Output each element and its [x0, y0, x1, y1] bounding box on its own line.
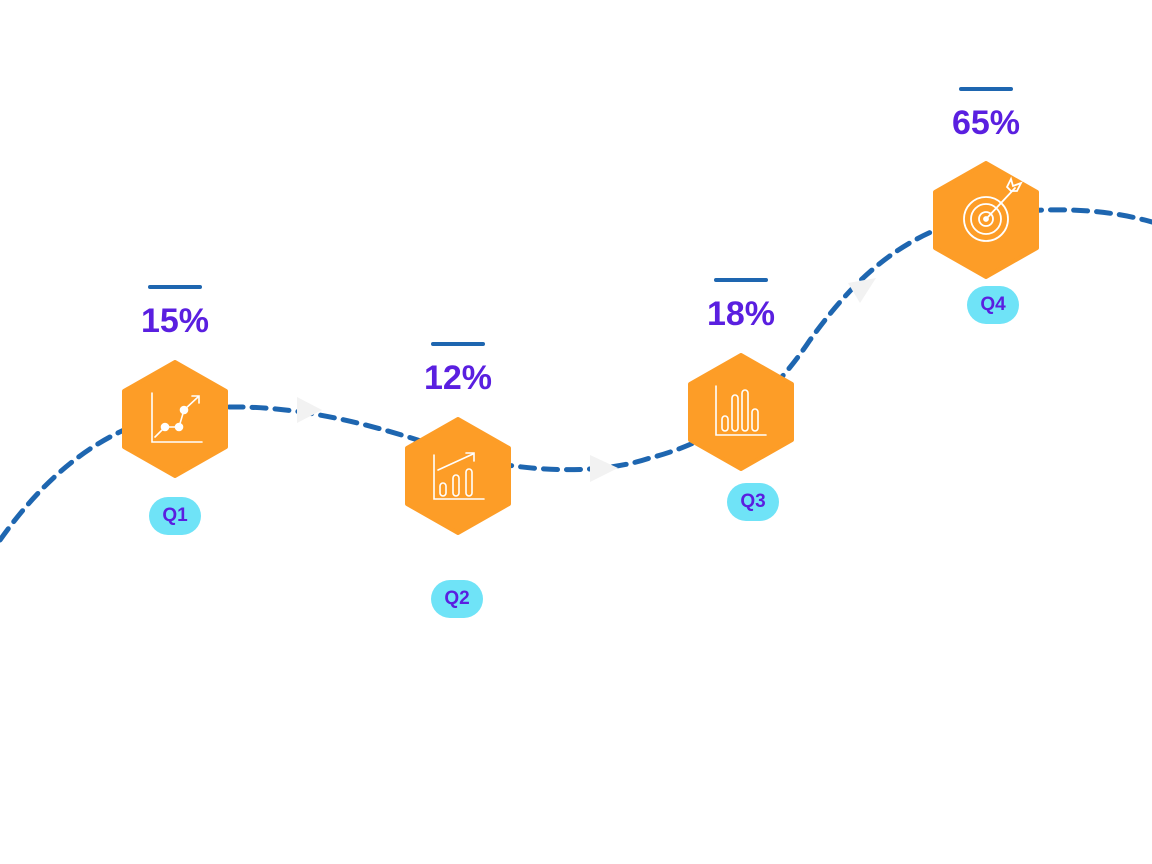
percent-bar [148, 285, 202, 289]
percent-bar [431, 342, 485, 346]
percent-value: 65% [951, 104, 1021, 142]
direction-arrow-1 [297, 397, 322, 423]
hexagon-badge [405, 417, 511, 535]
percent-bar [714, 278, 768, 282]
quarter-pill: Q1 [149, 497, 201, 535]
bar-chart-icon [715, 385, 767, 436]
direction-arrow-3 [848, 278, 876, 303]
percent-bar [959, 87, 1013, 91]
hexagon-badge [122, 360, 228, 478]
percent-value: 12% [423, 359, 493, 397]
quarter-pill: Q4 [967, 286, 1019, 324]
hexagon-badge [688, 353, 794, 471]
hexagon-badge [933, 161, 1039, 279]
quarter-pill: Q3 [727, 483, 779, 521]
bar-chart-trend-icon [433, 452, 485, 500]
direction-arrow-2 [590, 455, 618, 482]
line-growth-icon [151, 392, 203, 443]
target-icon [963, 176, 1023, 242]
quarter-pill: Q2 [431, 580, 483, 618]
percent-value: 18% [706, 295, 776, 333]
percent-value: 15% [140, 302, 210, 340]
